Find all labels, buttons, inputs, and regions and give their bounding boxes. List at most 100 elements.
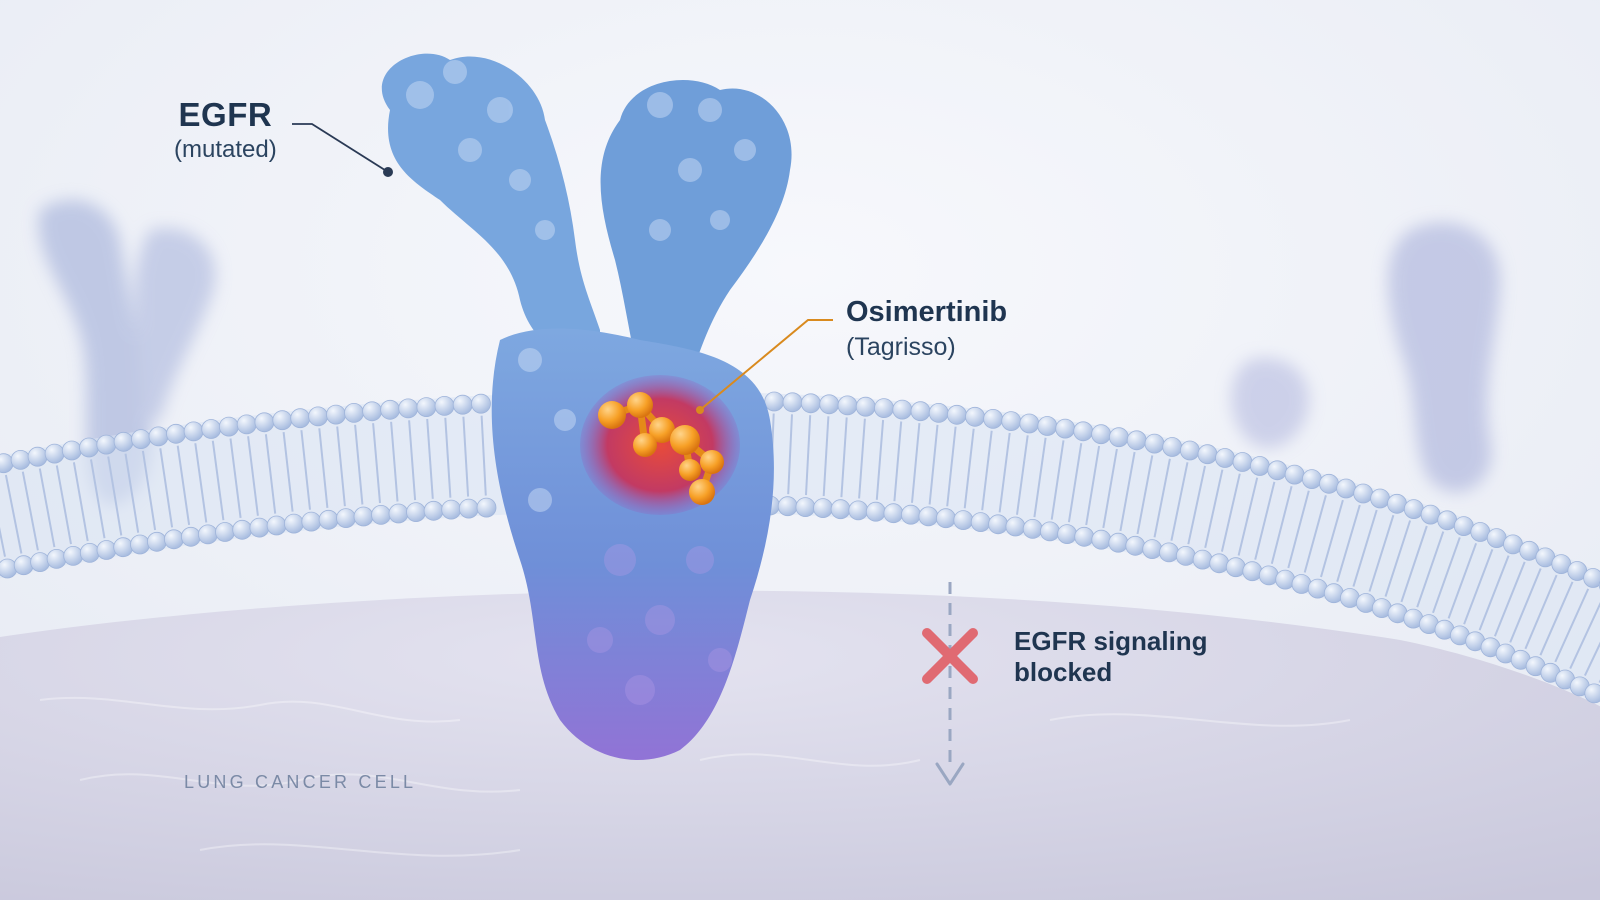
lipid-head-inner (813, 498, 833, 519)
lipid-head-outer (1144, 433, 1165, 454)
background-receptors (38, 200, 1500, 505)
lipid-tail (107, 456, 123, 536)
lipid-head-outer (928, 402, 949, 423)
lipid-head-inner (1091, 529, 1112, 550)
lipid-head-outer (1073, 421, 1094, 442)
lipid-head-outer (1437, 510, 1458, 531)
cell-interior (0, 590, 1600, 900)
lipid-head-outer (201, 419, 222, 439)
lipid-head-outer (1250, 456, 1270, 476)
lipid-head-outer (1001, 411, 1022, 432)
lipid-head-outer (434, 395, 455, 416)
lipid-head-inner (830, 499, 851, 520)
lipid-tail (805, 415, 812, 496)
lipid-head-inner (1242, 561, 1263, 582)
lipid-head-outer (1037, 416, 1058, 436)
lipid-tail (1539, 581, 1574, 656)
lipid-head-outer (1180, 440, 1200, 461)
lipid-head-outer (1387, 493, 1407, 514)
lipid-tail (247, 436, 259, 516)
lipid-tail (840, 417, 848, 498)
lipid-head-inner (1005, 516, 1026, 537)
lipid-tail (426, 418, 434, 499)
lipid-tail (1067, 443, 1083, 523)
lipid-head-inner (79, 543, 100, 563)
lipid-head-outer (27, 446, 48, 467)
lipid-head-inner (318, 509, 339, 530)
lipid-tail (318, 428, 329, 509)
lipid-tail (1478, 555, 1510, 631)
egfr-subtitle: (mutated) (174, 136, 277, 163)
lipid-head-inner (423, 500, 444, 521)
lipid-tail (1085, 445, 1101, 526)
signaling-blocked-line2: blocked (1014, 657, 1113, 687)
lipid-head-outer (471, 393, 491, 414)
lipid-head-outer (1370, 488, 1390, 509)
lipid-tail (72, 462, 89, 542)
lipid-head-inner (113, 537, 134, 558)
lipid-tail (1287, 490, 1310, 569)
lipid-tail (1400, 525, 1428, 603)
lipid-tail (0, 526, 6, 557)
lipid-head-inner (197, 524, 218, 545)
lipid-tail (1187, 465, 1206, 545)
lipid-tail (822, 416, 830, 497)
lipid-tail (124, 453, 140, 533)
lipid-tail (1050, 440, 1065, 520)
lipid-head-outer (308, 406, 329, 427)
lipid-head-outer (362, 401, 383, 422)
lipid-head-inner (953, 510, 974, 530)
lipid-head-inner (0, 558, 18, 579)
lipid-head-inner (1022, 519, 1043, 539)
lipid-head-outer (1126, 430, 1147, 451)
down-arrow-icon (935, 762, 965, 786)
lipid-head-inner (249, 517, 270, 538)
lipid-head-inner (476, 497, 497, 518)
osimertinib-label: Osimertinib (Tagrisso) (846, 296, 1007, 362)
lipid-head-outer (218, 416, 239, 437)
lipid-head-inner (1584, 683, 1600, 704)
lipid-head-outer (965, 406, 985, 427)
lipid-head-inner (1225, 557, 1246, 578)
lipid-tail (282, 431, 294, 512)
lipid-tail (1493, 561, 1526, 637)
lipid-head-inner (1275, 569, 1296, 590)
lipid-head-inner (1108, 532, 1129, 553)
lipid-head-outer (236, 414, 257, 435)
lipid-head-outer (910, 401, 931, 422)
lipid-tail (1033, 437, 1047, 518)
lipid-tail (1569, 601, 1600, 670)
lipid-head-outer (1583, 568, 1600, 588)
lipid-head-inner (795, 497, 816, 518)
lipid-tail (336, 426, 346, 507)
lipid-head-outer (1267, 460, 1288, 481)
lipid-head-outer (1232, 452, 1253, 472)
lipid-head-inner (266, 515, 287, 536)
lipid-tail (480, 415, 487, 496)
lipid-head-outer (1162, 437, 1183, 457)
signaling-blocked-line1: EGFR signaling (1014, 626, 1208, 656)
lipid-head-inner (1074, 526, 1095, 547)
lipid-head-inner (371, 505, 391, 525)
lipid-tail (1509, 568, 1542, 643)
lipid-head-outer (416, 397, 437, 418)
cell-caption: LUNG CANCER CELL (184, 772, 417, 792)
lipid-head-outer (326, 404, 346, 425)
lipid-head-outer (1319, 473, 1339, 494)
lipid-head-inner (458, 498, 479, 519)
lipid-head-outer (819, 394, 840, 415)
lipid-head-outer (892, 399, 913, 420)
lipid-head-inner (883, 503, 904, 524)
lipid-tail (787, 414, 793, 495)
lipid-head-outer (79, 437, 99, 458)
lipid-head-inner (283, 513, 304, 534)
lipid-head-outer (1420, 504, 1441, 525)
lipid-tail (963, 428, 975, 509)
egfr-label: EGFR (mutated) (174, 96, 277, 164)
lipid-tail (90, 459, 106, 539)
lipid-head-inner (1175, 546, 1196, 566)
lipid-head-inner (1209, 553, 1230, 574)
lipid-head-inner (865, 501, 886, 522)
lipid-head-inner (936, 508, 956, 529)
